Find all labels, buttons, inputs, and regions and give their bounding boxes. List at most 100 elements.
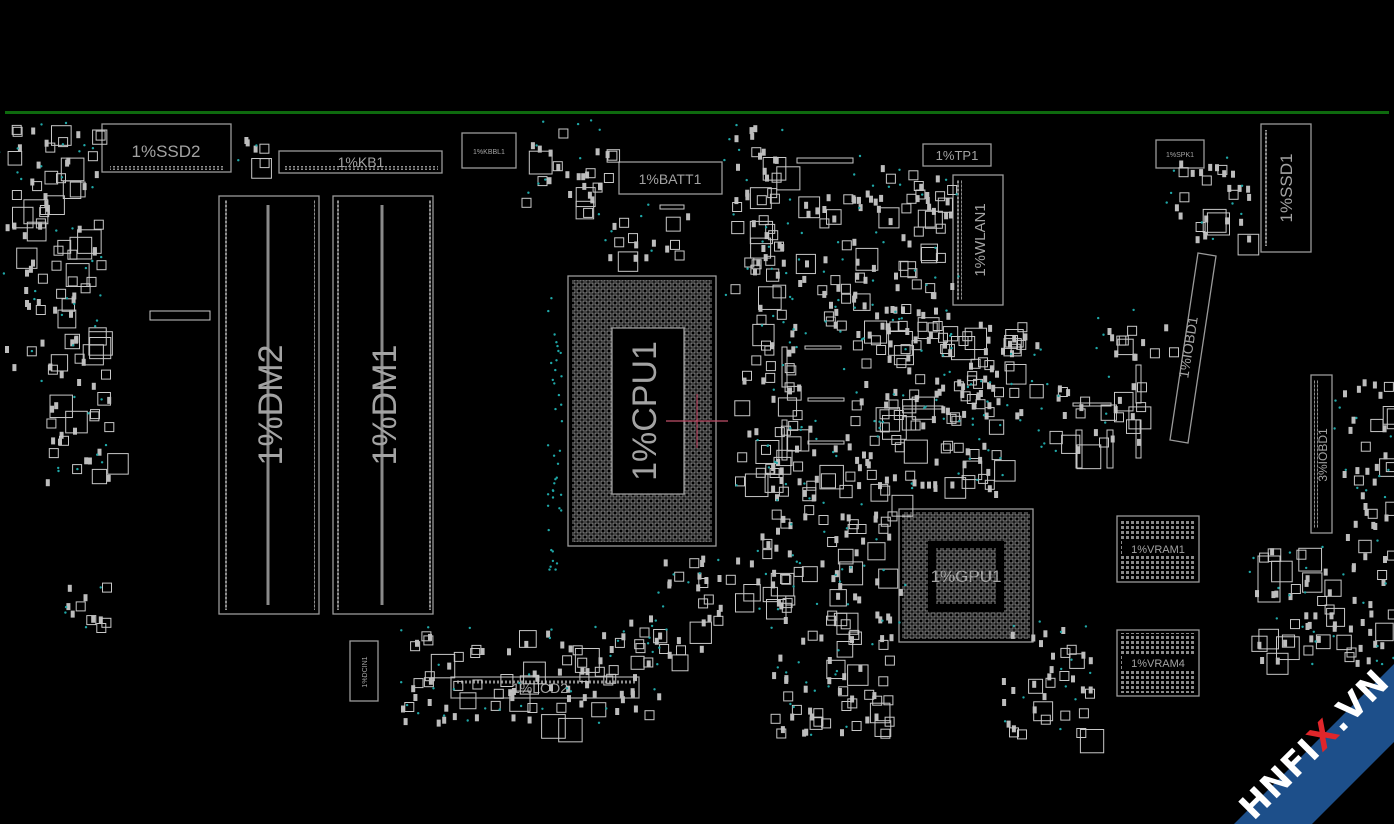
via <box>723 158 726 162</box>
smd-component <box>890 306 895 313</box>
smd-component <box>888 340 893 348</box>
via <box>1355 416 1358 420</box>
smd-component <box>1099 437 1109 448</box>
via <box>1039 348 1042 351</box>
smd-component <box>857 464 862 472</box>
smd-component <box>734 135 739 143</box>
smd-component <box>1069 653 1085 669</box>
smd-component <box>1380 642 1385 650</box>
via <box>892 393 895 396</box>
via <box>535 144 538 147</box>
smd-component <box>765 223 776 234</box>
via <box>76 467 79 471</box>
smd-component <box>834 308 839 316</box>
smd-component <box>774 427 785 438</box>
smd-component <box>44 200 49 208</box>
smd-component <box>51 260 62 271</box>
smd-component <box>836 592 841 600</box>
smd-component <box>1317 596 1328 606</box>
via <box>935 398 938 402</box>
watermark-banner: HNFIX.VN <box>1232 662 1394 824</box>
smd-component <box>966 394 977 404</box>
smd-component <box>823 256 828 264</box>
smd-component <box>756 259 761 267</box>
smd-component <box>1039 640 1043 648</box>
smd-component <box>852 196 857 204</box>
smd-component <box>879 422 890 433</box>
cpu1-bga[interactable]: 1%CPU1 <box>567 275 728 547</box>
via <box>904 348 907 351</box>
vram1-chip[interactable]: 1%VRAM1 <box>1116 515 1200 583</box>
smd-component <box>27 302 31 310</box>
via <box>57 469 60 473</box>
smd-component <box>657 693 662 701</box>
batt1-connector[interactable]: 1%BATT1 <box>618 161 723 195</box>
smd-component <box>875 611 880 619</box>
smd-component <box>552 161 563 172</box>
smd-component <box>900 261 917 278</box>
smd-component <box>1206 212 1231 236</box>
kbbl1-connector[interactable]: 1%KBBL1 <box>461 132 517 169</box>
smd-component <box>864 381 869 388</box>
smd-component <box>987 382 991 390</box>
smd-component <box>940 443 951 454</box>
via <box>1059 727 1062 731</box>
small-components-layer <box>5 124 1394 754</box>
smd-component <box>819 218 830 229</box>
smd-component <box>935 175 940 183</box>
dcin1-connector[interactable]: 1%DCIN1 <box>349 640 379 702</box>
vram4-chip[interactable]: 1%VRAM4 <box>1116 629 1200 697</box>
gpu1-bga[interactable]: 1%GPU1 <box>898 508 1034 643</box>
smd-component <box>707 614 712 622</box>
via <box>1362 601 1365 604</box>
via <box>1097 316 1100 320</box>
tp1-connector[interactable]: 1%TP1 <box>922 143 992 167</box>
smd-component <box>875 407 901 432</box>
via <box>756 549 759 553</box>
smd-component <box>490 700 501 711</box>
smd-component <box>913 336 918 344</box>
via <box>941 354 945 357</box>
smd-component <box>819 464 844 490</box>
dm1-dimm-slot[interactable]: 1%DM1 <box>332 195 434 615</box>
smd-component <box>676 645 686 656</box>
smd-component <box>704 577 709 584</box>
smd-component <box>755 440 780 464</box>
ssd1-connector[interactable]: 1%SSD1 <box>1260 123 1312 253</box>
smd-component <box>67 584 72 592</box>
smd-component <box>1387 609 1394 620</box>
smd-component <box>1356 385 1361 393</box>
smd-component <box>67 276 78 287</box>
smd-component <box>857 596 862 604</box>
smd-component <box>686 213 691 221</box>
smd-component <box>838 583 843 591</box>
slim-connector <box>902 405 944 410</box>
smd-component <box>1202 208 1227 233</box>
via <box>834 673 837 676</box>
smd-component <box>887 511 898 522</box>
ssd2-connector[interactable]: 1%SSD2 <box>101 123 232 173</box>
via <box>1046 382 1049 386</box>
smd-component <box>988 324 993 332</box>
smd-component <box>919 183 924 191</box>
via <box>687 581 690 584</box>
smd-component <box>947 185 958 195</box>
smd-component <box>928 331 933 339</box>
smd-component <box>1355 467 1360 475</box>
smd-component <box>1075 446 1080 454</box>
wlan1-slot[interactable]: 1%WLAN1 <box>952 174 1004 306</box>
smd-component <box>840 513 845 521</box>
via <box>882 568 885 572</box>
smd-component <box>921 422 926 430</box>
via <box>1277 586 1280 590</box>
dm2-dimm-slot[interactable]: 1%DM2 <box>218 195 320 615</box>
smd-component <box>1060 647 1071 658</box>
smd-component <box>703 594 714 605</box>
via <box>987 449 990 452</box>
smd-component <box>751 220 756 228</box>
via <box>782 321 785 324</box>
via <box>91 147 95 150</box>
iobd1-far-connector[interactable]: 3%IOBD1 <box>1310 374 1333 534</box>
kb1-connector[interactable]: 1%KB1 <box>278 150 443 174</box>
